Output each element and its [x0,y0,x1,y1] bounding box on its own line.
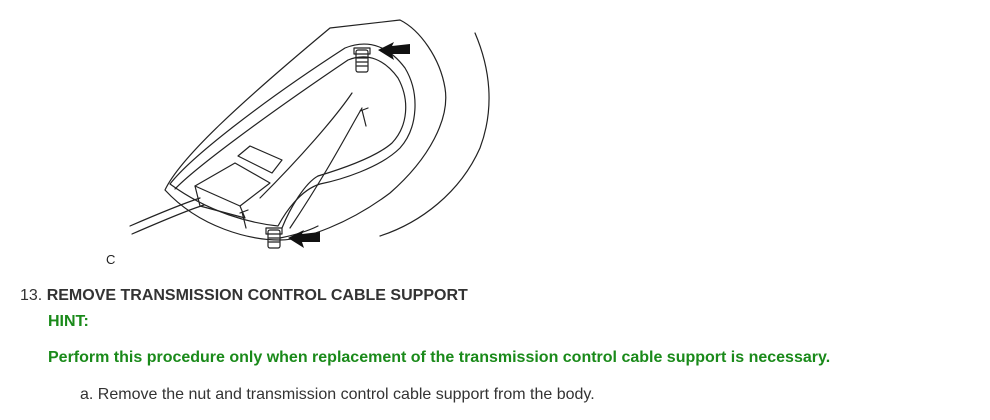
hint-text: Perform this procedure only when replace… [48,349,831,366]
step-heading: 13. REMOVE TRANSMISSION CONTROL CABLE SU… [20,287,468,305]
step-number: 13. [20,287,43,304]
transmission-cable-support-illustration [129,19,490,249]
procedure-illustration [100,8,500,260]
hint-label: HINT: [48,313,89,330]
figure-label: C [106,252,116,267]
substep-a: a. Remove the nut and transmission contr… [80,386,595,404]
substep-text: Remove the nut and transmission control … [97,386,595,403]
step-title: REMOVE TRANSMISSION CONTROL CABLE SUPPOR… [46,287,468,304]
arrow-icon [288,42,410,248]
substep-marker: a. [80,386,94,403]
